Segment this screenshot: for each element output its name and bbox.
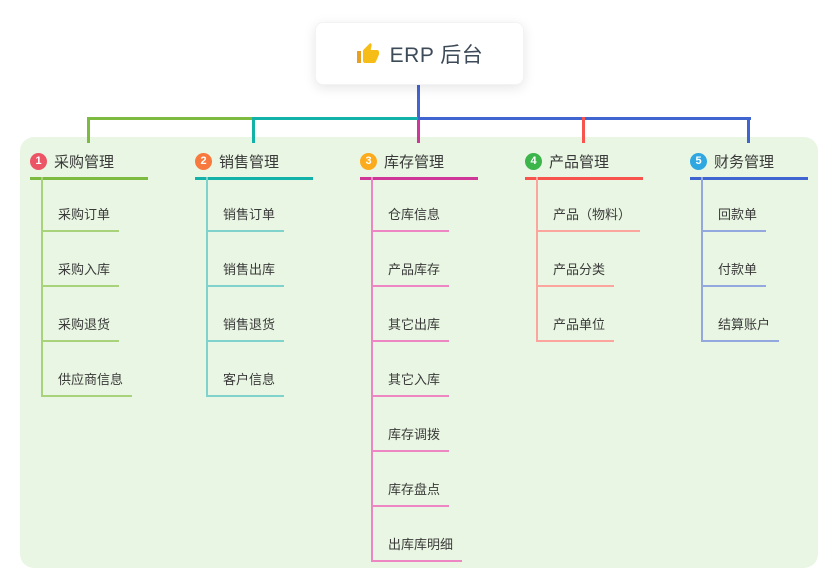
child-node-label[interactable]: 回款单 <box>701 204 767 232</box>
rail-segment-middle <box>252 117 419 120</box>
child-node-label[interactable]: 采购订单 <box>41 204 120 232</box>
child-node-label[interactable]: 结算账户 <box>701 314 780 342</box>
child-row: 销售订单 <box>195 177 313 232</box>
branch-header[interactable]: 4 产品管理 <box>525 150 643 180</box>
child-node-label[interactable]: 客户信息 <box>206 369 285 397</box>
child-row: 其它出库 <box>360 287 478 342</box>
child-row: 其它入库 <box>360 342 478 397</box>
root-stem-line <box>417 83 420 120</box>
branch-drop-line <box>747 117 750 143</box>
branch-label: 财务管理 <box>714 153 775 171</box>
rail-segment-left <box>87 117 254 120</box>
branch-number-badge: 3 <box>360 152 377 170</box>
branch-spine-line <box>41 177 43 397</box>
child-row: 结算账户 <box>690 287 808 342</box>
branch-drop-line <box>582 117 585 143</box>
child-row: 产品（物料） <box>525 177 643 232</box>
child-node-label[interactable]: 产品单位 <box>536 314 615 342</box>
child-node-label[interactable]: 库存盘点 <box>371 479 450 507</box>
root-node[interactable]: ERP 后台 <box>315 22 524 85</box>
child-node-label[interactable]: 供应商信息 <box>41 369 133 397</box>
branch-number-badge: 4 <box>525 152 542 170</box>
branch-drop-line <box>252 117 255 143</box>
child-row: 产品分类 <box>525 232 643 287</box>
root-node-label: ERP 后台 <box>389 43 484 67</box>
branch-spine-line <box>701 177 703 342</box>
child-row: 采购订单 <box>30 177 148 232</box>
branch-number-badge: 2 <box>195 152 212 170</box>
branch-children: 仓库信息产品库存其它出库其它入库库存调拨库存盘点出库库明细 <box>360 177 478 562</box>
branches-panel <box>20 137 818 568</box>
child-row: 采购退货 <box>30 287 148 342</box>
branch-header[interactable]: 1 采购管理 <box>30 150 148 180</box>
child-row: 产品单位 <box>525 287 643 342</box>
branch-spine-line <box>206 177 208 397</box>
branch-children: 销售订单销售出库销售退货客户信息 <box>195 177 313 397</box>
child-row: 出库库明细 <box>360 507 478 562</box>
child-node-label[interactable]: 其它出库 <box>371 314 450 342</box>
branch-children: 产品（物料） 产品分类产品单位 <box>525 177 643 342</box>
child-row: 客户信息 <box>195 342 313 397</box>
child-row: 产品库存 <box>360 232 478 287</box>
branch-header[interactable]: 5 财务管理 <box>690 150 808 180</box>
child-row: 库存盘点 <box>360 452 478 507</box>
child-node-label[interactable]: 库存调拨 <box>371 424 450 452</box>
child-row: 供应商信息 <box>30 342 148 397</box>
branch-node-5: 5 财务管理 回款单付款单结算账户 <box>690 150 808 342</box>
branch-spine-line <box>536 177 538 342</box>
child-row: 库存调拨 <box>360 397 478 452</box>
child-node-label[interactable]: 其它入库 <box>371 369 450 397</box>
branch-label: 采购管理 <box>54 153 115 171</box>
branch-header[interactable]: 3 库存管理 <box>360 150 478 180</box>
branch-node-2: 2 销售管理 销售订单销售出库销售退货客户信息 <box>195 150 313 397</box>
child-row: 销售退货 <box>195 287 313 342</box>
child-node-label[interactable]: 销售出库 <box>206 259 285 287</box>
thumbs-up-icon <box>356 42 380 66</box>
branch-header[interactable]: 2 销售管理 <box>195 150 313 180</box>
child-row: 付款单 <box>690 232 808 287</box>
branch-children: 采购订单采购入库采购退货供应商信息 <box>30 177 148 397</box>
branch-drop-line <box>417 120 420 143</box>
child-node-label[interactable]: 产品库存 <box>371 259 450 287</box>
branch-label: 销售管理 <box>219 153 280 171</box>
child-node-label[interactable]: 销售订单 <box>206 204 285 232</box>
branch-node-4: 4 产品管理 产品（物料） 产品分类产品单位 <box>525 150 643 342</box>
branch-children: 回款单付款单结算账户 <box>690 177 808 342</box>
child-node-label[interactable]: 产品（物料） <box>536 204 641 232</box>
child-row: 回款单 <box>690 177 808 232</box>
child-node-label[interactable]: 采购退货 <box>41 314 120 342</box>
child-node-label[interactable]: 销售退货 <box>206 314 285 342</box>
child-row: 采购入库 <box>30 232 148 287</box>
child-node-label[interactable]: 付款单 <box>701 259 767 287</box>
branch-number-badge: 1 <box>30 152 47 170</box>
child-row: 销售出库 <box>195 232 313 287</box>
branch-spine-line <box>371 177 373 562</box>
branch-label: 产品管理 <box>549 153 610 171</box>
child-row: 仓库信息 <box>360 177 478 232</box>
child-node-label[interactable]: 仓库信息 <box>371 204 450 232</box>
child-node-label[interactable]: 出库库明细 <box>371 534 463 562</box>
branch-number-badge: 5 <box>690 152 707 170</box>
child-node-label[interactable]: 产品分类 <box>536 259 615 287</box>
child-node-label[interactable]: 采购入库 <box>41 259 120 287</box>
branch-node-3: 3 库存管理 仓库信息产品库存其它出库其它入库库存调拨库存盘点出库库明细 <box>360 150 478 562</box>
branch-label: 库存管理 <box>384 153 445 171</box>
branch-drop-line <box>87 117 90 143</box>
branch-node-1: 1 采购管理 采购订单采购入库采购退货供应商信息 <box>30 150 148 397</box>
